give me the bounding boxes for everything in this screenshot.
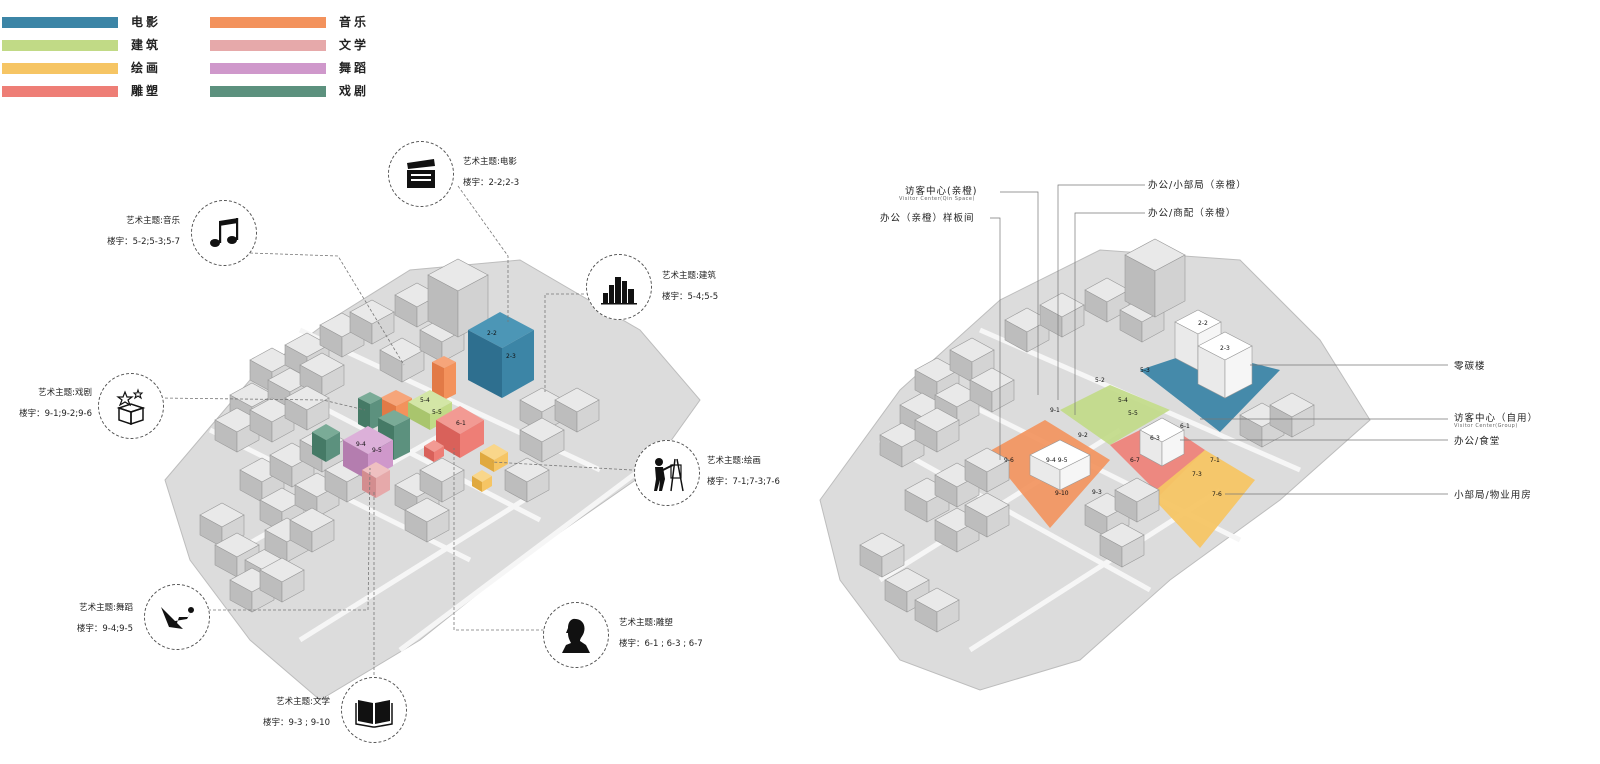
block-label-5-2: 5-2 bbox=[1095, 377, 1105, 384]
legend-label: 电影 bbox=[131, 15, 162, 29]
block-label-6-1: 6-1 bbox=[1180, 423, 1190, 430]
block-label-9-4: 9-4 bbox=[356, 441, 366, 448]
block-label-6-1: 6-1 bbox=[456, 420, 466, 427]
zone-architecture bbox=[1060, 385, 1170, 445]
legend-label: 建筑 bbox=[131, 38, 162, 52]
block-label-9-10: 9-10 bbox=[1055, 490, 1069, 497]
block-label-5-4: 5-4 bbox=[1118, 397, 1128, 404]
callout-floors: 楼宇：5-4;5-5 bbox=[662, 292, 719, 302]
label-office-canteen: 办公/食堂 bbox=[1454, 436, 1501, 447]
callout-architecture: 艺术主题:建筑 楼宇：5-4;5-5 bbox=[662, 266, 718, 308]
label-visitor-center-qin: 访客中心(亲橙) bbox=[905, 186, 978, 197]
legend-swatch bbox=[210, 17, 326, 28]
callout-floors: 楼宇：9-1;9-2;9-6 bbox=[19, 409, 92, 419]
block-label-5-3: 5-3 bbox=[1140, 367, 1150, 374]
label-xiaobu-property: 小部局/物业用房 bbox=[1454, 490, 1532, 501]
block-label-7-6: 7-6 bbox=[1212, 491, 1222, 498]
clapperboard-icon bbox=[388, 141, 454, 207]
legend-label: 绘画 bbox=[131, 61, 162, 75]
skyline-icon bbox=[586, 254, 652, 320]
callout-drama: 艺术主题:戏剧 楼宇：9-1;9-2;9-6 bbox=[0, 383, 92, 425]
callout-theme: 艺术主题:雕塑 bbox=[619, 618, 673, 628]
label-office-shangpei: 办公/商配（亲橙） bbox=[1148, 208, 1237, 219]
label-zero-carbon: 零碳楼 bbox=[1454, 361, 1486, 372]
magic-box-icon bbox=[98, 373, 164, 439]
legend-swatch bbox=[210, 63, 326, 74]
right-building-labels: 2-2 2-3 5-4 5-5 6-1 6-3 6-7 7-1 7-3 7-6 … bbox=[1004, 320, 1230, 498]
callout-theme: 艺术主题:戏剧 bbox=[38, 388, 92, 398]
dancer-icon bbox=[144, 584, 210, 650]
block-label-5-4: 5-4 bbox=[420, 397, 430, 404]
left-theme-buildings bbox=[312, 312, 534, 498]
label-visitor-center-self: 访客中心（自用） bbox=[1454, 413, 1539, 424]
callout-literature: 艺术主题:文学 楼宇：9-3 ; 9-10 bbox=[230, 692, 330, 734]
music-notes-icon bbox=[191, 200, 257, 266]
callout-dance: 艺术主题:舞蹈 楼宇：9-4;9-5 bbox=[40, 598, 133, 640]
label-office-xiaobu: 办公/小部局（亲橙） bbox=[1148, 180, 1247, 191]
book-icon bbox=[341, 677, 407, 743]
callout-theme: 艺术主题:舞蹈 bbox=[79, 603, 133, 613]
callout-theme: 艺术主题:音乐 bbox=[126, 216, 180, 226]
legend-swatch bbox=[2, 40, 118, 51]
left-leader-lines bbox=[159, 185, 633, 680]
callout-film: 艺术主题:电影 楼宇：2-2;2-3 bbox=[463, 152, 519, 194]
label-office-sample: 办公（亲橙）样板间 bbox=[880, 213, 975, 224]
callout-theme: 艺术主题:建筑 bbox=[662, 271, 716, 281]
callout-floors: 楼宇：9-3 ; 9-10 bbox=[263, 718, 330, 728]
legend-label: 雕塑 bbox=[131, 84, 162, 98]
block-label-6-7: 6-7 bbox=[1130, 457, 1140, 464]
block-label-7-3: 7-3 bbox=[1192, 471, 1202, 478]
callout-floors: 楼宇：6-1 ; 6-3 ; 6-7 bbox=[619, 639, 703, 649]
right-site-map: 2-2 2-3 5-4 5-5 6-1 6-3 6-7 7-1 7-3 7-6 … bbox=[819, 184, 1448, 691]
block-label-2-2: 2-2 bbox=[1198, 320, 1208, 327]
block-label-2-3: 2-3 bbox=[506, 353, 516, 360]
bust-icon bbox=[543, 602, 609, 668]
painter-icon bbox=[634, 440, 700, 506]
left-site-map: 2-2 2-3 5-4 5-5 6-1 9-4 9-5 bbox=[159, 185, 701, 701]
right-program-buildings bbox=[1029, 309, 1253, 491]
legend-label: 音乐 bbox=[339, 15, 370, 29]
legend-swatch bbox=[2, 63, 118, 74]
callout-floors: 楼宇：9-4;9-5 bbox=[76, 624, 133, 634]
legend-label: 舞蹈 bbox=[339, 61, 370, 75]
legend: 电影 建筑 绘画 雕塑 音乐 文学 舞蹈 戏剧 bbox=[0, 8, 400, 104]
callout-theme: 艺术主题:文学 bbox=[276, 697, 330, 707]
callout-music: 艺术主题:音乐 楼宇：5-2;5-3;5-7 bbox=[80, 211, 180, 253]
left-building-labels: 2-2 2-3 5-4 5-5 6-1 9-4 9-5 bbox=[356, 330, 516, 454]
block-label-6-3: 6-3 bbox=[1150, 435, 1160, 442]
zone-painting bbox=[1150, 450, 1255, 548]
callout-floors: 楼宇：7-1;7-3;7-6 bbox=[707, 477, 780, 487]
block-label-7-1: 7-1 bbox=[1210, 457, 1220, 464]
legend-swatch bbox=[210, 86, 326, 97]
block-label-2-3: 2-3 bbox=[1220, 345, 1230, 352]
callout-theme: 艺术主题:绘画 bbox=[707, 456, 761, 466]
legend-swatch bbox=[2, 86, 118, 97]
block-label-9-4-9-5: 9-4 9-5 bbox=[1046, 457, 1068, 464]
label-visitor-center-self-en: Visitor Center(Group) bbox=[1454, 423, 1518, 429]
block-label-5-5: 5-5 bbox=[432, 409, 442, 416]
block-label-9-2: 9-2 bbox=[1078, 432, 1088, 439]
callout-theme: 艺术主题:电影 bbox=[463, 157, 517, 167]
block-label-9-3: 9-3 bbox=[1092, 489, 1102, 496]
callout-painting: 艺术主题:绘画 楼宇：7-1;7-3;7-6 bbox=[707, 451, 780, 493]
label-visitor-center-qin-en: Visitor Center(Qin Space) bbox=[899, 196, 975, 202]
legend-swatch bbox=[2, 17, 118, 28]
callout-floors: 楼宇：2-2;2-3 bbox=[463, 178, 520, 188]
right-leader-lines bbox=[990, 184, 1448, 495]
legend-swatch bbox=[210, 40, 326, 51]
callout-floors: 楼宇：5-2;5-3;5-7 bbox=[107, 237, 180, 247]
block-label-2-2: 2-2 bbox=[487, 330, 497, 337]
callout-sculpture: 艺术主题:雕塑 楼宇：6-1 ; 6-3 ; 6-7 bbox=[619, 613, 703, 655]
block-label-9-6: 9-6 bbox=[1004, 457, 1014, 464]
legend-label: 文学 bbox=[339, 38, 370, 52]
block-label-9-5: 9-5 bbox=[372, 447, 382, 454]
legend-label: 戏剧 bbox=[339, 84, 370, 98]
block-label-5-5: 5-5 bbox=[1128, 410, 1138, 417]
block-label-9-1: 9-1 bbox=[1050, 407, 1060, 414]
